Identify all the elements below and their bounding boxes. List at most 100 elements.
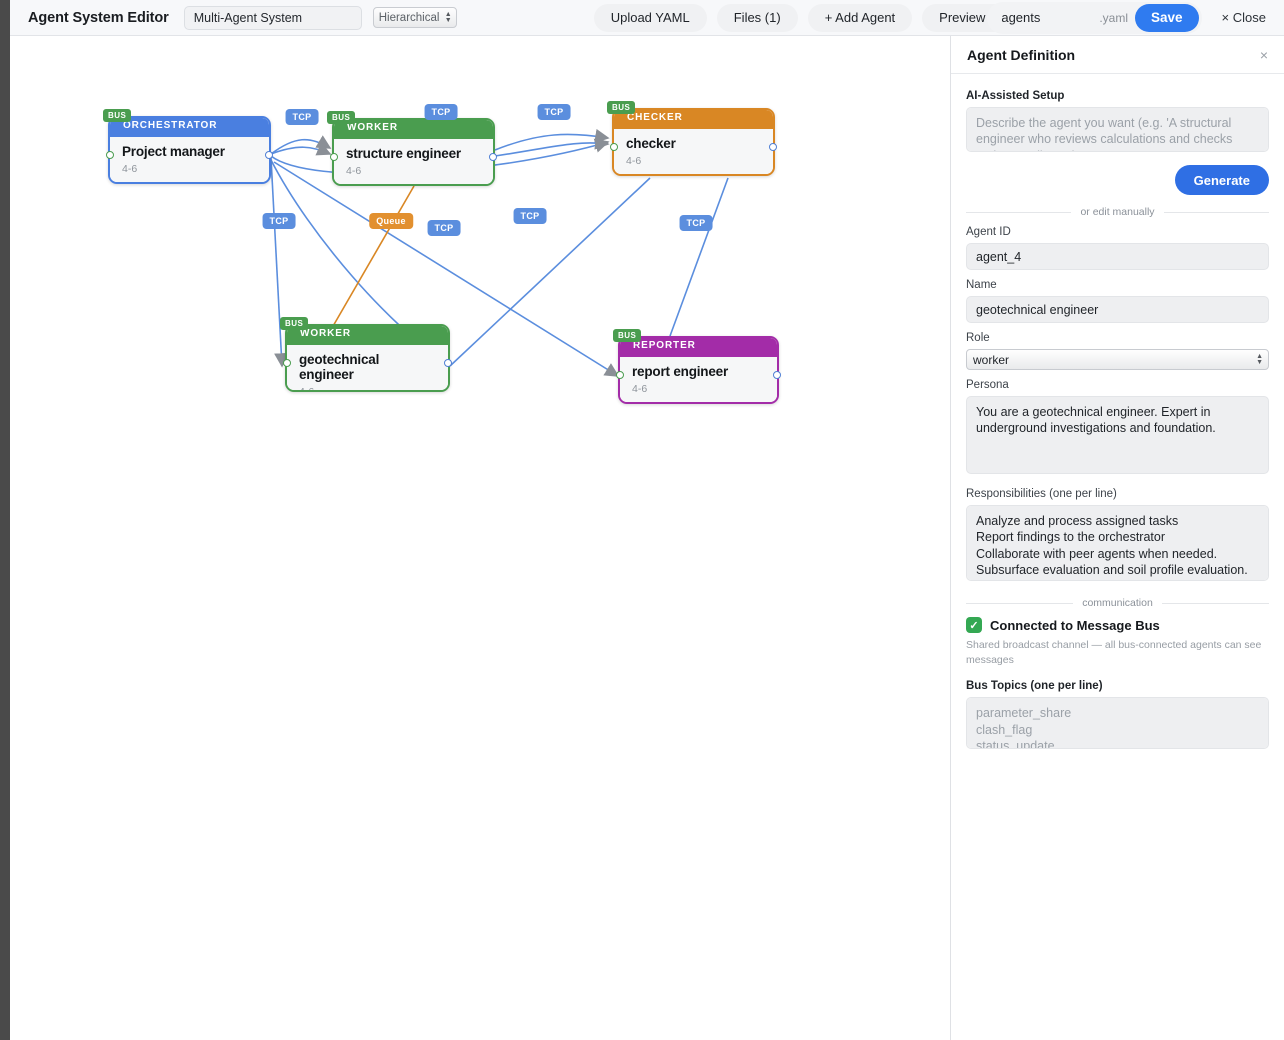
edge-label-tcp[interactable]: TCP [424,104,458,120]
edge-label-queue[interactable]: Queue [369,213,413,229]
communication-divider: communication [966,597,1269,609]
role-label: Role [966,332,990,344]
node-handle-target[interactable] [610,143,618,151]
responsibilities-textarea[interactable]: Analyze and process assigned tasks Repor… [966,505,1269,581]
node-subtitle: 4-6 [632,383,648,395]
topology-select-wrapper[interactable]: Hierarchical ▲▼ [372,7,457,28]
toolbar-actions: Upload YAML Files (1) + Add Agent Previe… [593,3,1041,32]
node-handle-source[interactable] [769,143,777,151]
responsibilities-field: Responsibilities (one per line) Analyze … [966,488,1269,586]
filename-group: .yaml Save [987,1,1202,34]
node-title: Project manager [122,144,225,159]
node-handle-source[interactable] [489,153,497,161]
panel-header: Agent Definition × [951,36,1284,74]
os-left-strip [0,0,10,1040]
node-role-header: ORCHESTRATOR [110,118,269,137]
edge-label-tcp[interactable]: TCP [679,215,713,231]
bus-badge: BUS [607,101,636,114]
bus-topics-label: Bus Topics (one per line) [966,680,1103,693]
persona-textarea[interactable]: You are a geotechnical engineer. Expert … [966,396,1269,474]
bus-topics-textarea[interactable] [966,697,1269,750]
toolbar-save-group: .yaml Save × Close [987,1,1278,34]
node-title: geotechnical engineer [299,352,380,382]
node-subtitle: 4-6 [122,163,138,175]
node-role-header: WORKER [287,326,448,345]
edge-label-tcp[interactable]: TCP [513,208,547,224]
message-bus-hint: Shared broadcast channel — all bus-conne… [966,639,1262,667]
node-subtitle: 4-6 [626,155,642,167]
message-bus-checkbox-row[interactable]: ✓ Connected to Message Bus [966,617,1269,633]
edge-label-tcp[interactable]: TCP [537,104,571,120]
topology-select[interactable]: Hierarchical [372,7,457,28]
node-handle-target[interactable] [616,371,624,379]
node-title: checker [626,136,676,151]
node-title: structure engineer [346,146,461,161]
graph-edges [270,128,729,377]
node-handle-source[interactable] [773,371,781,379]
edge-label-tcp[interactable]: TCP [427,220,461,236]
file-extension-label: .yaml [1099,10,1129,25]
node-handle-source[interactable] [444,359,452,367]
node-body: geotechnical engineer 4-6 [287,345,448,390]
manual-divider: or edit manually [966,206,1269,218]
node-inner: REPORTER report engineer 4-6 [620,338,777,402]
persona-field: Persona You are a geotechnical engineer.… [966,379,1269,479]
node-handle-source[interactable] [265,151,273,159]
app-title: Agent System Editor [28,9,169,26]
close-icon[interactable]: × [1259,46,1268,63]
filename-input[interactable] [987,2,1098,33]
agent-id-input[interactable] [966,243,1269,270]
name-field: Name [966,279,1269,323]
panel-body: AI-Assisted Setup Generate or edit manua… [951,74,1284,754]
node-role-header: REPORTER [620,338,777,357]
name-input[interactable] [966,296,1269,323]
node-subtitle: 4-6 [299,386,436,390]
role-field: Role worker ▲▼ [966,332,1269,370]
panel-title: Agent Definition [967,46,1076,63]
agent-id-field: Agent ID [966,226,1269,270]
ai-setup-label: AI-Assisted Setup [966,90,1065,102]
generate-row: Generate [966,165,1269,195]
responsibilities-label: Responsibilities (one per line) [966,488,1117,500]
node-handle-target[interactable] [283,359,291,367]
message-bus-label: Connected to Message Bus [990,617,1160,633]
files-button[interactable]: Files (1) [716,3,798,32]
save-button[interactable]: Save [1135,3,1199,32]
bus-badge: BUS [613,329,642,342]
bus-badge: BUS [280,317,309,330]
node-handle-target[interactable] [330,153,338,161]
node-inner: ORCHESTRATOR Project manager 4-6 [110,118,269,182]
check-icon[interactable]: ✓ [966,617,982,633]
node-title: report engineer [632,364,729,379]
role-select[interactable]: worker [966,349,1269,370]
agent-id-label: Agent ID [966,226,1011,238]
generate-button[interactable]: Generate [1174,165,1269,195]
add-agent-button[interactable]: + Add Agent [807,3,913,32]
persona-label: Persona [966,379,1009,391]
node-handle-target[interactable] [106,151,114,159]
bus-topics-field: Bus Topics (one per line) [966,680,1269,754]
role-select-wrapper[interactable]: worker ▲▼ [966,349,1269,370]
upload-yaml-button[interactable]: Upload YAML [593,3,707,32]
system-name-input[interactable] [183,5,362,30]
bus-badge: BUS [103,109,132,122]
toolbar: Agent System Editor Hierarchical ▲▼ Uplo… [10,0,1284,36]
agent-definition-panel: Agent Definition × AI-Assisted Setup Gen… [950,36,1284,1040]
bus-badge: BUS [327,111,356,124]
node-body: report engineer 4-6 [620,357,777,402]
close-button[interactable]: × Close [1216,9,1272,26]
ai-description-textarea[interactable] [966,107,1269,152]
node-body: Project manager 4-6 [110,137,269,182]
edge-label-tcp[interactable]: TCP [262,213,296,229]
edge-label-tcp[interactable]: TCP [285,109,319,125]
